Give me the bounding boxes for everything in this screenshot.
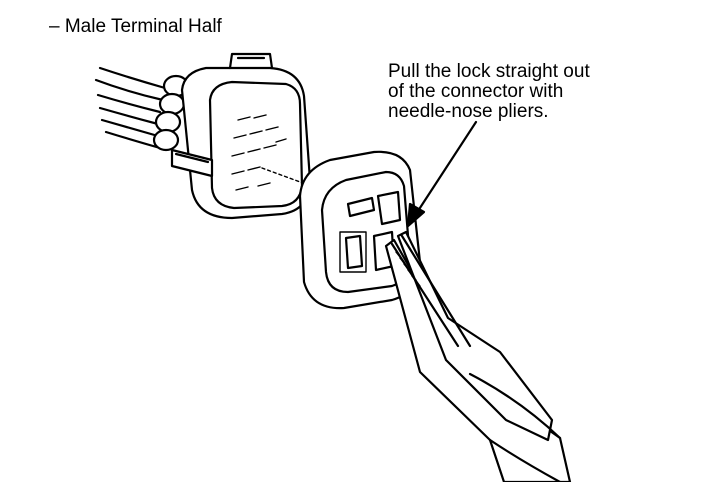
diagram-heading: – Male Terminal Half (49, 16, 222, 37)
terminal-lock (298, 150, 422, 310)
callout-line-2: of the connector with (388, 81, 564, 102)
male-terminal-housing (170, 52, 312, 220)
wire-bundle (94, 66, 167, 150)
needle-nose-pliers (384, 230, 572, 482)
callout-line-1: Pull the lock straight out (388, 61, 590, 82)
alignment-line (261, 167, 323, 191)
callout-text: Pull the lock straight out of the connec… (388, 62, 590, 122)
callout-line-3: needle-nose pliers. (388, 101, 549, 122)
callout-arrow (406, 120, 478, 228)
wire-seals (152, 74, 190, 152)
